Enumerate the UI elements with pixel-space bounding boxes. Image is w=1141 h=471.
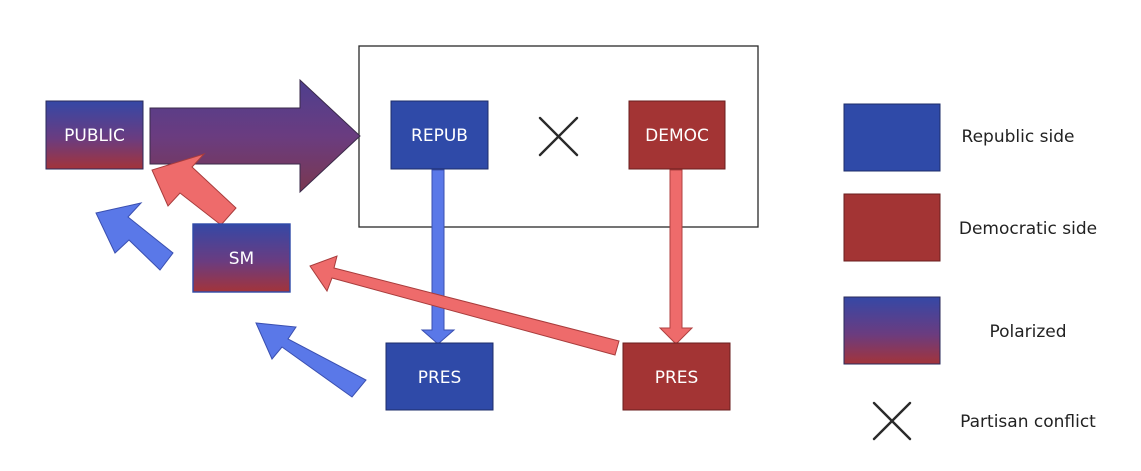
repub-to-pres-arrow <box>420 169 456 345</box>
repub-pres-to-sm-arrow <box>255 322 367 398</box>
public-node-label: PUBLIC <box>64 126 125 146</box>
legend-polarized-swatch <box>843 296 941 365</box>
democ-pres-to-sm-arrow <box>309 255 620 356</box>
legend-republic-swatch <box>843 103 941 172</box>
democ-node-label: DEMOC <box>645 126 709 146</box>
democ-pres-node: PRES <box>622 342 731 411</box>
democ-pres-node-label: PRES <box>655 368 699 388</box>
legend: Republic side Democratic side Polarized … <box>843 103 1097 441</box>
legend-democratic-swatch <box>843 193 941 262</box>
repub-node-label: REPUB <box>411 126 468 146</box>
repub-pres-node: PRES <box>385 342 494 411</box>
public-node: PUBLIC <box>45 100 144 170</box>
democ-node: DEMOC <box>628 100 726 170</box>
repub-node: REPUB <box>390 100 489 170</box>
sm-node: SM <box>192 223 291 293</box>
legend-democratic-label: Democratic side <box>959 219 1097 239</box>
sm-node-label: SM <box>229 249 254 269</box>
legend-conflict-label: Partisan conflict <box>960 412 1096 432</box>
democ-to-pres-arrow <box>658 169 694 345</box>
legend-polarized-label: Polarized <box>989 322 1066 342</box>
legend-conflict-icon <box>872 401 912 441</box>
legend-republic-label: Republic side <box>962 127 1075 147</box>
repub-pres-node-label: PRES <box>418 368 462 388</box>
partisan-conflict-icon <box>538 116 579 157</box>
sm-to-public-blue-arrow <box>95 202 174 271</box>
sm-to-public-red-arrow <box>151 152 237 226</box>
